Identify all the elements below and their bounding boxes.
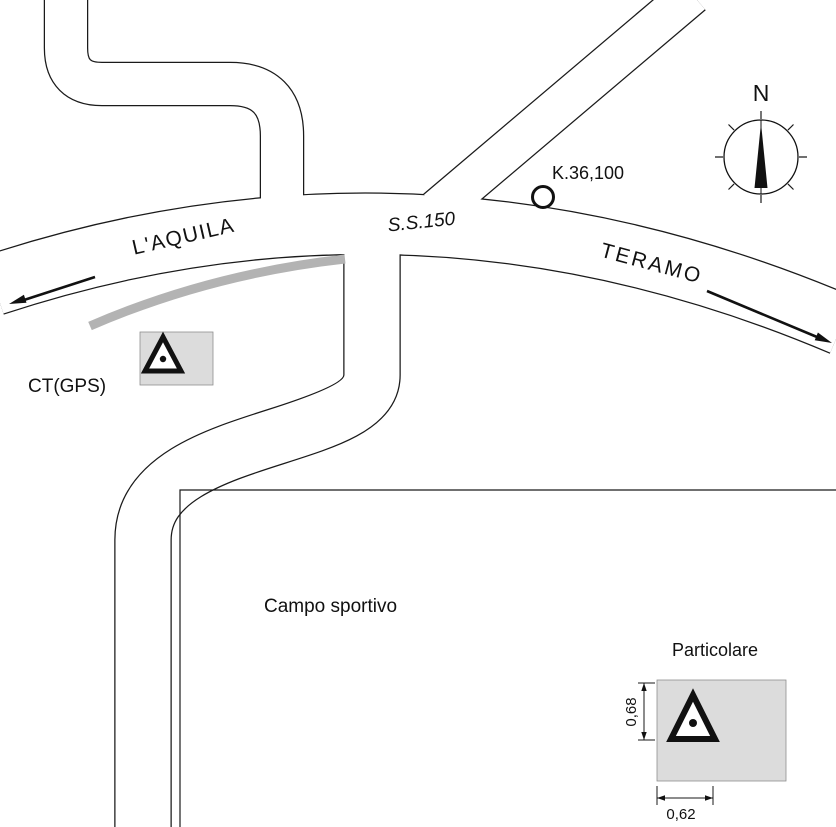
compass-needle [754,123,768,188]
compass-icon: N [715,80,807,203]
road-south-branch-fill [115,232,400,827]
ct-station-label: CT(GPS) [28,376,106,397]
road-north-branch-fill [45,0,303,215]
arrow-left-icon [9,275,96,304]
sports-field-boundary [179,489,836,827]
ct-station: CT(GPS) [28,331,214,397]
arrow-right-icon [706,289,832,343]
detail-title: Particolare [672,640,758,660]
width-dimension-label: 0,62 [666,806,695,823]
survey-point-icon [140,331,186,374]
guardrail [88,254,346,331]
survey-point-icon [666,688,720,742]
detail-inset: Particolare 0,68 0,62 [623,640,787,823]
sports-field-outline [179,489,836,827]
width-dimension: 0,62 [656,786,714,823]
compass-north-label: N [753,80,770,106]
road-south-branch-casing [114,232,401,827]
road-main-fill [0,193,836,353]
compass-ticks [715,111,807,203]
sports-field-label: Campo sportivo [264,596,397,617]
height-dimension-label: 0,68 [623,697,640,726]
road-diagonal-fill [424,0,705,226]
km-marker-label: K.36,100 [552,163,624,183]
km-marker-icon [531,185,555,209]
height-dimension: 0,68 [623,682,655,741]
km-marker: K.36,100 [531,163,624,209]
